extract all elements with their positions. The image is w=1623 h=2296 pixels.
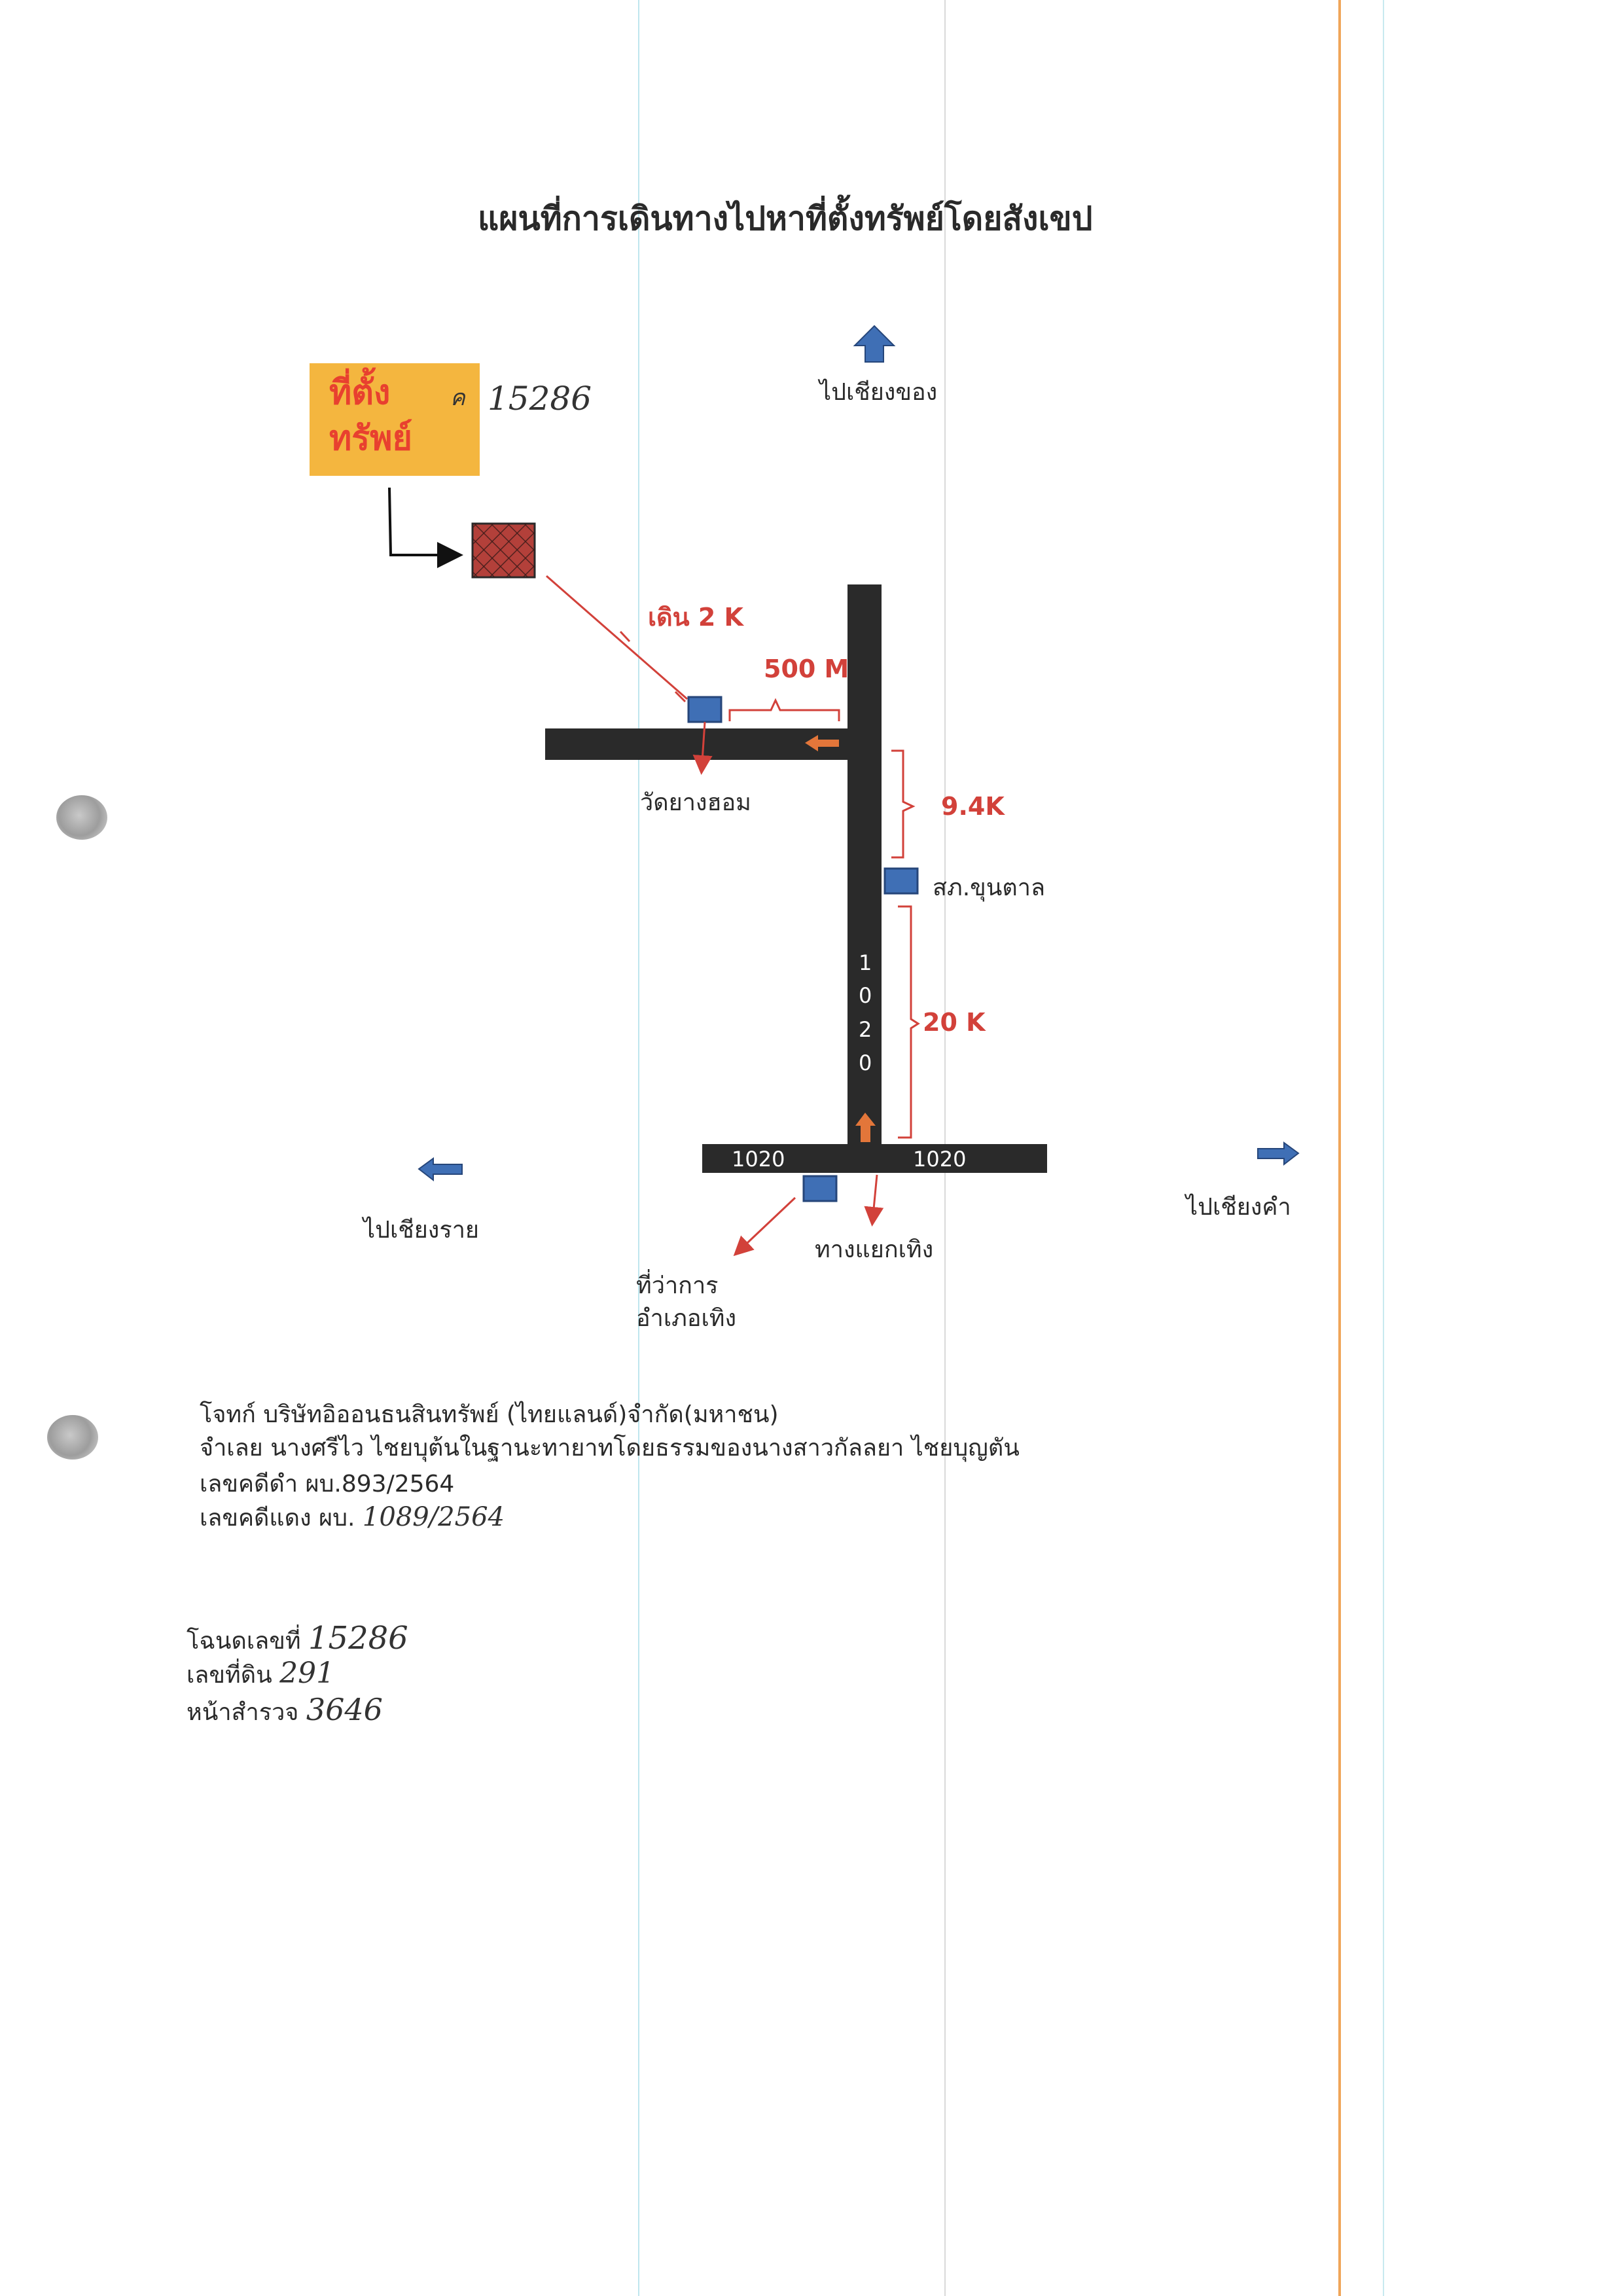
punch-hole-top (56, 795, 107, 840)
red-case-number: 1089/2564 (362, 1502, 505, 1532)
deed-line: โฉนดเลขที่ 15286 (187, 1620, 408, 1659)
temple-marker (687, 696, 722, 723)
road-1020-vertical (847, 584, 882, 1145)
district-office-pointer (733, 1196, 796, 1257)
route-map (388, 325, 1300, 1257)
bracket-9-4k (891, 749, 916, 859)
deed-number: 15286 (308, 1620, 408, 1657)
survey-label: หน้าสำรวจ (187, 1699, 299, 1726)
west-arrow-icon (418, 1157, 463, 1182)
north-arrow-icon (853, 325, 896, 363)
police-label: สภ.ขุนตาล (933, 874, 1046, 901)
distance-9-4k-label: 9.4K (941, 792, 1005, 821)
red-case-label: เลขคดีแดง ผบ. (200, 1505, 355, 1532)
junction-pointer (864, 1174, 884, 1227)
west-direction-label: ไปเชียงราย (363, 1217, 480, 1244)
plaintiff-line: โจทก์ บริษัทอิออนธนสินทรัพย์ (ไทยแลนด์)จ… (200, 1401, 779, 1428)
distance-20k-label: 20 K (923, 1008, 986, 1037)
scan-line-cyan (638, 0, 639, 2296)
bracket-500m (728, 698, 840, 721)
walk-distance-label: เดิน 2 K (648, 603, 743, 632)
east-arrow-icon (1257, 1141, 1300, 1166)
east-direction-label: ไปเชียงคำ (1186, 1194, 1291, 1221)
black-case-label: เลขคดีดำ ผบ. (200, 1471, 342, 1498)
temple-pointer (692, 721, 713, 775)
punch-hole-bottom (47, 1415, 98, 1460)
road-1020-horizontal (702, 1144, 1047, 1173)
page-title: แผนที่การเดินทางไปหาที่ตั้งทรัพย์โดยสังเ… (478, 200, 1093, 238)
legend-handwritten-prefix: ค (450, 385, 465, 411)
legend-pointer-arrow (388, 487, 463, 568)
walk-distance-line (546, 575, 688, 700)
junction-label: ทางแยกเทิง (815, 1236, 934, 1263)
road-number-left: 1020 (732, 1147, 785, 1172)
property-marker (471, 522, 536, 579)
road-digit-2: 0 (859, 983, 872, 1008)
legend-line1: ที่ตั้ง (329, 373, 391, 412)
distance-500m-label: 500 M (764, 655, 849, 683)
road-digit-4: 0 (859, 1050, 872, 1075)
legend-handwritten-number: 15286 (488, 380, 592, 418)
black-case-number: 893/2564 (341, 1471, 455, 1498)
scan-line-cyan-2 (1383, 0, 1384, 2296)
road-digit-3: 2 (859, 1017, 872, 1042)
temple-label: วัดยางฮอม (640, 789, 751, 816)
land-no-label: เลขที่ดิน (187, 1662, 272, 1689)
red-case-line: เลขคดีแดง ผบ. 1089/2564 (200, 1499, 505, 1536)
survey-line: หน้าสำรวจ 3646 (187, 1692, 383, 1731)
survey-value: 3646 (306, 1692, 383, 1727)
north-direction-label: ไปเชียงของ (819, 379, 938, 406)
bracket-20k (898, 905, 920, 1139)
road-digit-1: 1 (859, 950, 872, 975)
police-marker (883, 867, 919, 895)
land-no-line: เลขที่ดิน 291 (187, 1656, 334, 1693)
scan-line-orange (1338, 0, 1341, 2296)
road-number-right: 1020 (913, 1147, 967, 1172)
land-no-value: 291 (279, 1657, 335, 1690)
district-office-marker (802, 1175, 838, 1202)
orange-arrow-up (855, 1113, 876, 1142)
orange-arrow-left (805, 735, 839, 751)
legend-box: ที่ตั้ง ทรัพย์ (310, 363, 480, 476)
legend-line2: ทรัพย์ (329, 419, 412, 458)
black-case-line: เลขคดีดำ ผบ.893/2564 (200, 1465, 454, 1502)
district-office-label-line1: ที่ว่าการ (636, 1272, 719, 1299)
defendant-line: จำเลย นางศรีไว ไชยบุต้นในฐานะทายาทโดยธรร… (200, 1435, 1020, 1462)
district-office-label-line2: อำเภอเทิง (636, 1305, 737, 1332)
deed-label: โฉนดเลขที่ (187, 1628, 301, 1655)
